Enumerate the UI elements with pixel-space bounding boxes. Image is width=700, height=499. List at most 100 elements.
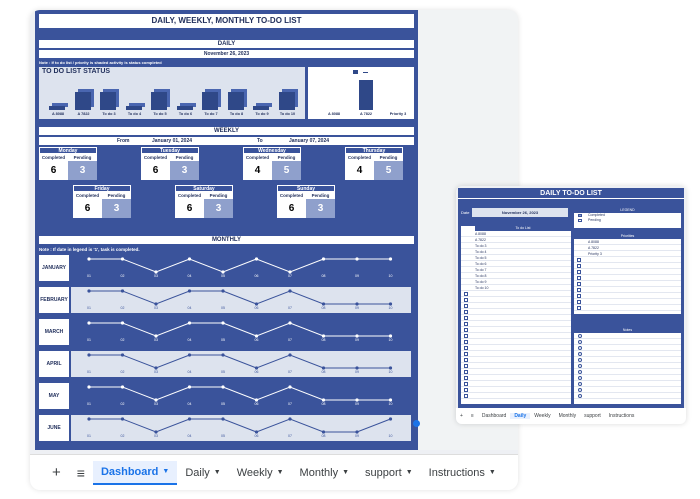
preview-todo-row: To do 3 xyxy=(461,243,571,249)
month-axis-label: 07 xyxy=(288,434,292,438)
tab-instructions[interactable]: Instructions▼ xyxy=(421,461,504,485)
preview-tab-monthly[interactable]: Monthly xyxy=(558,413,577,419)
checkbox-icon[interactable] xyxy=(464,376,468,380)
checkbox-icon[interactable] xyxy=(577,294,581,298)
checkbox-icon[interactable] xyxy=(464,394,468,398)
radio-icon[interactable] xyxy=(578,388,582,392)
month-point xyxy=(87,417,91,421)
radio-icon[interactable] xyxy=(578,370,582,374)
month-series-line xyxy=(89,322,391,337)
checkbox-icon[interactable] xyxy=(577,258,581,262)
from-date: January 01, 2024 xyxy=(152,138,193,144)
completed-label: Completed xyxy=(245,155,270,160)
checkbox-icon[interactable] xyxy=(464,346,468,350)
tab-dashboard[interactable]: Dashboard▼ xyxy=(92,460,178,485)
month-point xyxy=(254,257,259,261)
preview-priority-row xyxy=(574,275,681,281)
radio-icon[interactable] xyxy=(578,376,582,380)
radio-icon[interactable] xyxy=(578,394,582,398)
radio-icon[interactable] xyxy=(578,364,582,368)
preview-add-sheet-button[interactable]: + xyxy=(460,413,463,419)
radio-icon[interactable] xyxy=(578,352,582,356)
preview-date: November 26, 2023 xyxy=(472,208,568,217)
checkbox-icon[interactable] xyxy=(464,298,468,302)
preview-sheets-menu-button[interactable]: ≡ xyxy=(470,413,474,419)
month-axis-label: 01 xyxy=(87,306,91,310)
month-point xyxy=(154,430,158,434)
tab-weekly[interactable]: Weekly▼ xyxy=(229,461,292,485)
preview-tab-daily[interactable]: Daily xyxy=(510,413,531,419)
checkbox-icon[interactable] xyxy=(464,310,468,314)
preview-tab-weekly[interactable]: Weekly xyxy=(534,413,551,419)
checkbox-icon[interactable] xyxy=(464,328,468,332)
month-point xyxy=(288,353,292,357)
daily-date: November 26, 2023 xyxy=(39,50,414,58)
checkbox-icon[interactable] xyxy=(464,292,468,296)
add-sheet-button[interactable]: + xyxy=(52,464,61,481)
checkbox-icon[interactable] xyxy=(464,388,468,392)
radio-icon[interactable] xyxy=(578,346,582,350)
checkbox-icon[interactable] xyxy=(577,282,581,286)
all-sheets-menu-button[interactable]: ≡ xyxy=(76,464,85,481)
preview-tab-bar: + ≡ Dashboard Daily Weekly Monthly suppo… xyxy=(456,408,686,424)
caret-down-icon: ▼ xyxy=(162,468,170,475)
month-axis-label: 04 xyxy=(187,434,192,438)
month-axis-label: 05 xyxy=(221,434,225,438)
checkbox-icon[interactable] xyxy=(577,306,581,310)
checkbox-icon[interactable] xyxy=(464,304,468,308)
month-point xyxy=(254,302,259,306)
day-name: Wednesday xyxy=(243,147,301,154)
checkbox-icon[interactable] xyxy=(464,316,468,320)
preview-tab-dashboard[interactable]: Dashboard xyxy=(481,413,507,419)
month-point xyxy=(388,398,393,402)
preview-tab-instructions[interactable]: Instructions xyxy=(608,413,635,419)
radio-icon[interactable] xyxy=(578,358,582,362)
legend-swatch-icon xyxy=(578,219,582,222)
completed-count: 6 xyxy=(73,199,102,218)
tab-label: Daily xyxy=(185,466,210,479)
checkbox-icon[interactable] xyxy=(464,382,468,386)
month-point xyxy=(221,385,225,389)
preview-todo-row xyxy=(461,363,571,369)
checkbox-icon[interactable] xyxy=(464,370,468,374)
radio-icon[interactable] xyxy=(578,382,582,386)
month-point xyxy=(388,334,393,338)
month-axis-label: 08 xyxy=(321,370,326,374)
checkbox-icon[interactable] xyxy=(464,340,468,344)
checkbox-icon[interactable] xyxy=(464,358,468,362)
tab-support[interactable]: support▼ xyxy=(357,461,421,485)
checkbox-icon[interactable] xyxy=(464,334,468,338)
checkbox-icon[interactable] xyxy=(464,352,468,356)
radio-icon[interactable] xyxy=(578,334,582,338)
checkbox-icon[interactable] xyxy=(577,288,581,292)
status-bar-label: To do 8 xyxy=(229,112,244,116)
checkbox-icon[interactable] xyxy=(464,364,468,368)
tab-daily[interactable]: Daily▼ xyxy=(177,461,228,485)
status-bar xyxy=(100,92,116,110)
priority-bar-label: A 7822 xyxy=(359,112,373,116)
checkbox-icon[interactable] xyxy=(464,322,468,326)
month-point xyxy=(254,398,259,402)
radio-icon[interactable] xyxy=(578,340,582,344)
daily-preview-sheet: DAILY TO-DO LIST Date November 26, 2023 … xyxy=(458,188,684,408)
preview-todo-row xyxy=(461,369,571,375)
scroll-handle[interactable] xyxy=(413,420,420,427)
month-line-chart xyxy=(87,385,393,402)
checkbox-icon[interactable] xyxy=(577,276,581,280)
checkbox-icon[interactable] xyxy=(577,264,581,268)
priority-bar xyxy=(359,80,373,110)
preview-title: DAILY TO-DO LIST xyxy=(458,190,684,199)
caret-down-icon: ▼ xyxy=(488,469,496,476)
month-axis-label: 03 xyxy=(154,306,158,310)
month-series-line xyxy=(89,258,391,273)
preview-tab-support[interactable]: support xyxy=(584,413,601,419)
month-point xyxy=(120,417,125,421)
month-point xyxy=(154,270,158,274)
checkbox-icon[interactable] xyxy=(577,270,581,274)
tab-monthly[interactable]: Monthly▼ xyxy=(292,461,357,485)
checkbox-icon[interactable] xyxy=(577,300,581,304)
